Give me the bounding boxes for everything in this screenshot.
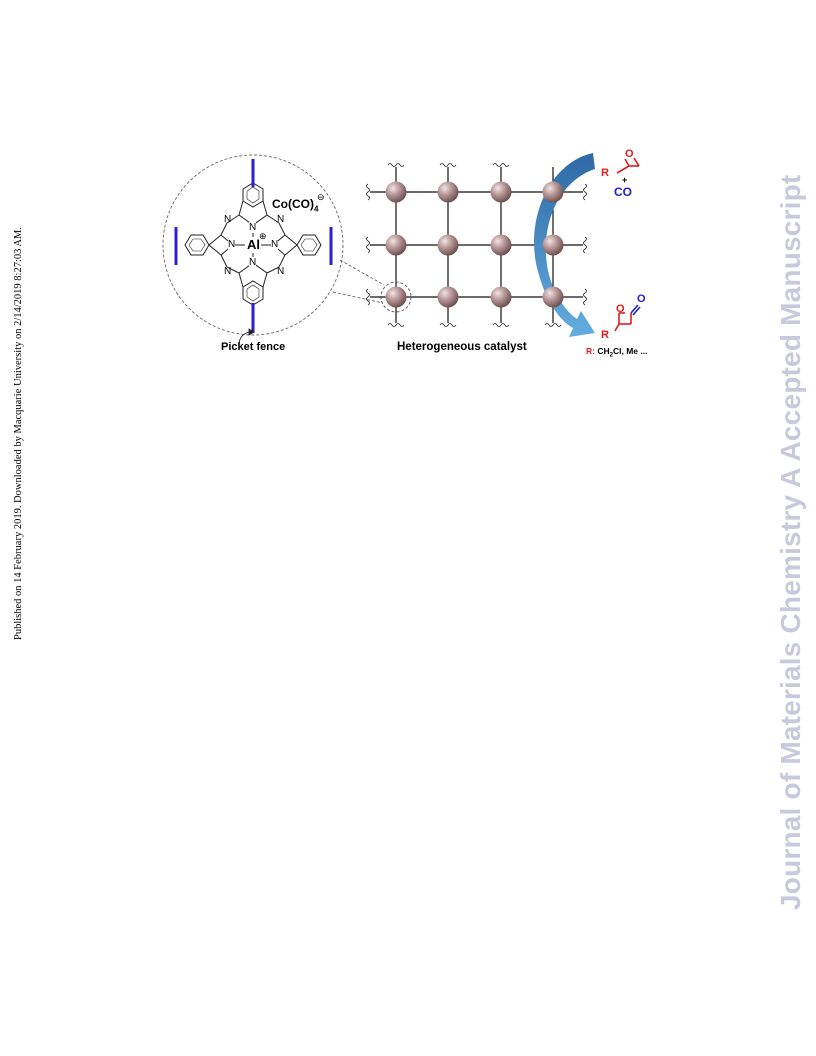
aza-nitrogen-label: N: [224, 214, 232, 225]
pyrrole-nitrogen-label: N: [249, 257, 257, 268]
aza-nitrogen-label: N: [224, 266, 232, 277]
carbon-monoxide-label: CO: [614, 185, 632, 199]
beta-lactone-structure: [614, 312, 632, 332]
metal-center-label: Al: [247, 237, 260, 252]
picket-pointer-arrow: [238, 328, 255, 346]
magnifier-circle: [162, 154, 344, 336]
graphical-abstract-figure: N N N N N N N N Al ⊕ Co(CO)4 ⊖ Picket fe…: [155, 145, 665, 365]
positive-charge-symbol: ⊕: [259, 231, 267, 241]
lactone-ring-oxygen-label: O: [616, 303, 625, 315]
counter-anion-label: Co(CO)4: [272, 197, 319, 214]
journal-watermark: Journal of Materials Chemistry A Accepte…: [775, 174, 806, 910]
publication-note: Published on 14 February 2019. Downloade…: [13, 227, 24, 640]
pyrrole-nitrogen-label: N: [249, 222, 257, 233]
epoxide-structure: [616, 157, 640, 174]
substituent-note: R: CH2Cl, Me ...: [586, 346, 648, 359]
figure-graphics: [162, 153, 641, 346]
plus-sign: +: [622, 175, 628, 185]
picket-bars: [174, 159, 333, 333]
aza-nitrogen-label: N: [277, 266, 285, 277]
pyrrole-nitrogen-label: N: [271, 239, 279, 250]
epoxide-r-label: R: [601, 167, 609, 179]
epoxide-oxygen-label: O: [625, 148, 634, 160]
lactone-r-label: R: [601, 329, 609, 341]
network-nodes: [385, 181, 564, 308]
aza-nitrogen-label: N: [277, 214, 285, 225]
lactone-carbonyl-bond: [630, 304, 641, 316]
pyrrole-nitrogen-label: N: [228, 239, 236, 250]
zoom-connector-lines: [332, 259, 385, 304]
lactone-carbonyl-oxygen-label: O: [637, 293, 646, 305]
network-caption: Heterogeneous catalyst: [397, 341, 527, 353]
negative-charge-symbol: ⊖: [317, 192, 325, 202]
picket-fence-caption: Picket fence: [221, 341, 286, 353]
highlighted-node-ring: [380, 281, 412, 313]
network-wavy-ends: [366, 163, 587, 327]
